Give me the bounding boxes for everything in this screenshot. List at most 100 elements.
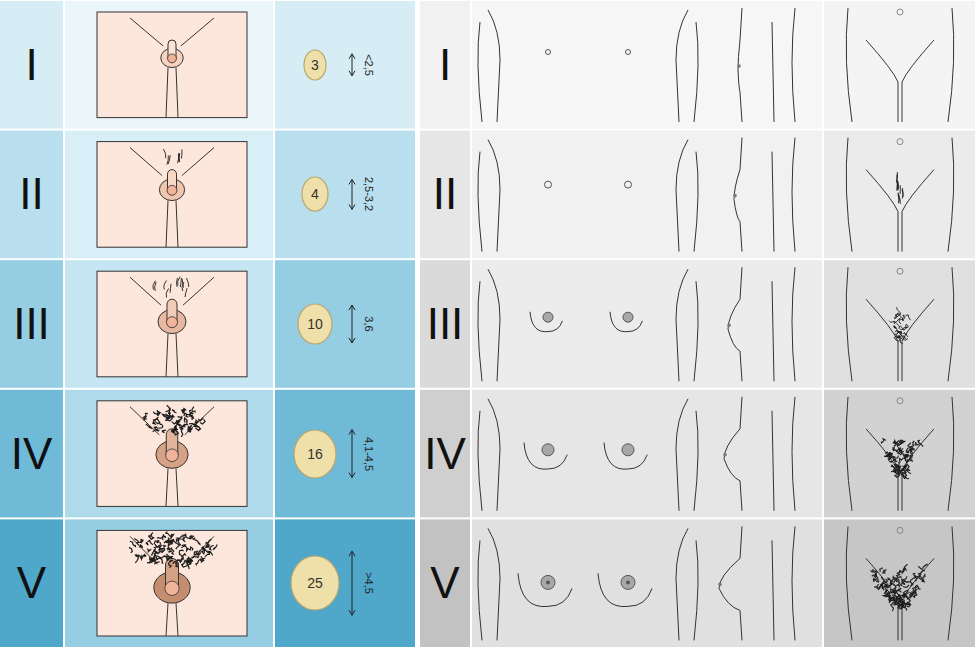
thigh-line (866, 299, 898, 381)
breast-outline (604, 443, 647, 470)
hair-strand (923, 564, 928, 569)
hair-strand (148, 541, 153, 545)
hair-strand (891, 604, 894, 611)
figure-cell (65, 519, 273, 647)
numeral-cell (0, 1, 63, 129)
hair-strand (894, 592, 898, 598)
hair-strand (897, 180, 898, 189)
hair-strand (916, 578, 921, 581)
areola (542, 444, 554, 456)
hair-strand (917, 441, 923, 447)
hair-strand (897, 466, 901, 467)
arm-outline (772, 281, 774, 381)
groin-line (181, 18, 214, 46)
arm-outline (772, 540, 774, 640)
hair-strand (883, 582, 888, 588)
hair-strand (166, 538, 169, 543)
volume-number: 4 (311, 187, 319, 201)
hair-strand (182, 564, 191, 567)
stage-numeral: I (439, 43, 451, 87)
torso-outline (676, 399, 688, 511)
hair-strand (206, 539, 212, 543)
hair-strand (892, 599, 896, 605)
hair-strand (164, 149, 166, 158)
hair-strand (161, 548, 164, 552)
hair-strand (151, 533, 155, 538)
stage-numeral: V (17, 561, 46, 605)
back-outline (792, 526, 795, 640)
groin-line (130, 18, 163, 46)
hair-strand (179, 554, 183, 561)
hair-strand (169, 563, 172, 568)
hair-strand (195, 556, 199, 558)
hip-outline (846, 397, 852, 511)
torso-outline (488, 399, 500, 511)
hair-strand (910, 455, 913, 458)
arm-outline (772, 411, 774, 511)
hair-strand (168, 558, 172, 560)
hair-strand (888, 583, 893, 588)
volume-number: 10 (307, 317, 323, 331)
hair-strand (187, 547, 193, 550)
nipple (626, 580, 630, 584)
figure-cell (472, 260, 822, 388)
groin-line (182, 148, 214, 176)
hair-strand (213, 545, 217, 550)
hair-strand (146, 542, 148, 545)
hair-strand (155, 561, 160, 564)
figure-cell (824, 131, 975, 259)
volume-oval: 25 (290, 555, 340, 611)
torso-outline (478, 281, 482, 381)
hair-strand (129, 548, 132, 553)
hip-outline (948, 526, 954, 640)
hair-strand (900, 440, 906, 443)
thigh-line (902, 40, 934, 122)
navel (897, 139, 903, 145)
hair-strand (164, 281, 167, 290)
hair-strand (188, 428, 192, 432)
hair-strand (180, 278, 181, 287)
nipple (723, 453, 727, 457)
hair-strand (192, 407, 195, 413)
nipple (733, 194, 737, 198)
hair-strand (186, 534, 191, 538)
thigh-line (176, 201, 178, 248)
breast-outline (524, 443, 567, 470)
hair-strand (913, 587, 918, 593)
hair-strand (189, 428, 191, 432)
torso-outline (694, 411, 698, 511)
hair-strand (159, 557, 162, 563)
thigh-line (902, 429, 934, 511)
hair-strand (154, 555, 155, 561)
hair-strand (172, 431, 179, 435)
figure-cell (824, 260, 975, 388)
hair-strand (894, 470, 896, 473)
hair-strand (176, 542, 181, 549)
hair-strand (155, 282, 156, 291)
hair-strand (901, 448, 904, 453)
hip-outline (948, 397, 954, 511)
hair-strand (896, 596, 901, 603)
hair-strand (194, 425, 198, 427)
hair-strand (910, 458, 913, 461)
skin-panel (97, 142, 247, 248)
stage-row (0, 1, 975, 129)
hair-strand (874, 579, 880, 582)
hair-strand (178, 538, 183, 543)
hair-strand (894, 317, 897, 319)
breast-outline (610, 312, 642, 332)
hair-strand (899, 317, 903, 324)
glans (167, 185, 177, 195)
groin-line (183, 277, 214, 305)
thigh-line (166, 603, 168, 636)
thigh-line (902, 558, 934, 640)
shaft (166, 558, 179, 594)
navel (897, 268, 903, 274)
hip-outline (846, 8, 852, 122)
stage-numeral: II (433, 172, 457, 216)
thigh-line (866, 170, 898, 252)
hair-strand (168, 155, 170, 164)
thigh-line (176, 603, 178, 636)
nipple (546, 580, 550, 584)
